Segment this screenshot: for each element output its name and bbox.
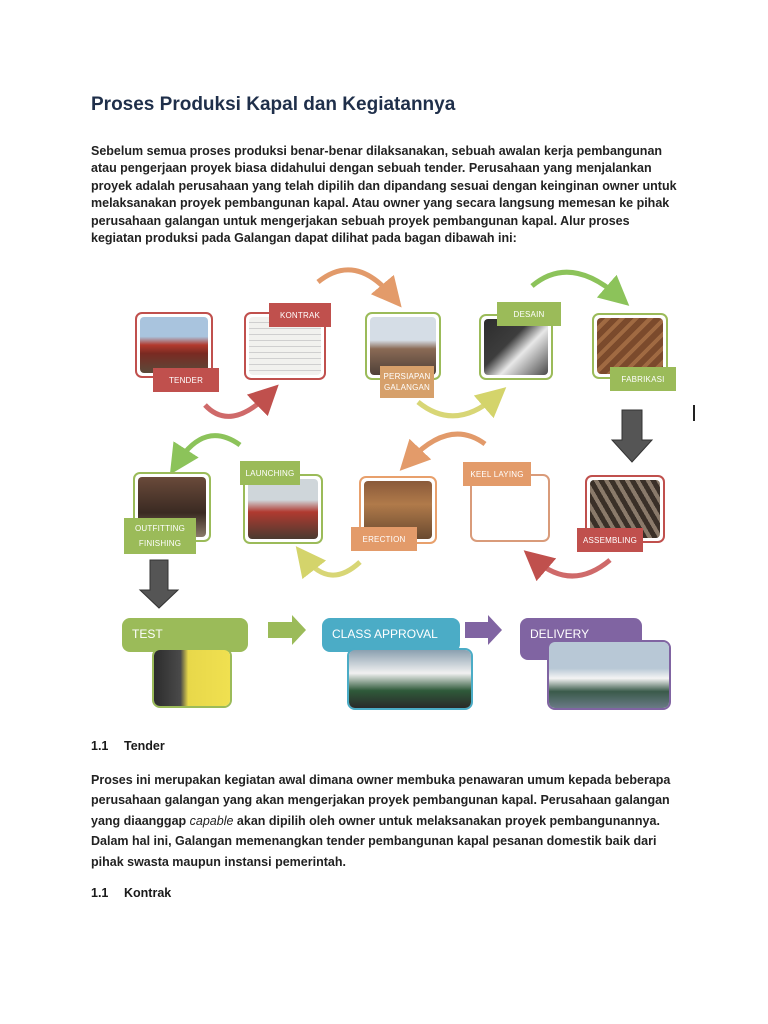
keel-laying-label: KEEL LAYING	[463, 462, 531, 486]
arrow-keel-erection	[410, 434, 485, 460]
arrow-erection-launching	[305, 558, 360, 575]
desain-label: DESAIN	[497, 302, 561, 326]
arrow-launching-outfitting	[178, 436, 240, 462]
test-photo-frame	[152, 648, 232, 708]
class-approval-header: CLASS APPROVAL	[322, 618, 460, 652]
section-title: Tender	[124, 739, 165, 753]
launching-label: LAUNCHING	[240, 461, 300, 485]
tender-paragraph: Proses ini merupakan kegiatan awal diman…	[91, 770, 691, 872]
intro-paragraph: Sebelum semua proses produksi benar-bena…	[91, 143, 683, 247]
persiapan-label-line1: PERSIAPAN	[384, 371, 431, 382]
tender-photo	[140, 317, 208, 373]
delivery-label: DELIVERY	[520, 618, 589, 641]
section-number: 1.1	[91, 886, 124, 900]
arrow-persiapan-desain	[418, 397, 495, 416]
test-header: TEST	[122, 618, 248, 652]
class-approval-photo	[349, 650, 471, 708]
arrow-test-class	[268, 615, 306, 645]
class-approval-label: CLASS APPROVAL	[322, 618, 438, 641]
arrow-kontrak-persiapan	[318, 270, 392, 296]
fabrikasi-label: FABRIKASI	[610, 367, 676, 391]
launching-photo	[248, 479, 318, 539]
arrow-tender-kontrak	[205, 395, 268, 416]
class-approval-photo-frame	[347, 648, 473, 710]
test-photo	[154, 650, 230, 706]
outfitting-label: OUTFITTING FINISHING	[124, 518, 196, 554]
arrow-fabrikasi-assembling	[612, 410, 652, 462]
outfitting-label-line1: OUTFITTING	[135, 521, 185, 536]
section-number: 1.1	[91, 739, 124, 753]
section-title: Kontrak	[124, 886, 171, 900]
erection-label: ERECTION	[351, 527, 417, 551]
persiapan-label: PERSIAPAN GALANGAN	[380, 366, 434, 398]
outfitting-label-line2: FINISHING	[139, 536, 181, 551]
kontrak-label: KONTRAK	[269, 303, 331, 327]
arrow-class-delivery	[465, 615, 502, 645]
fabrikasi-photo	[597, 318, 663, 374]
persiapan-label-line2: GALANGAN	[384, 382, 430, 393]
tender-label: TENDER	[153, 368, 219, 392]
test-label: TEST	[122, 618, 163, 641]
arrow-outfitting-test	[140, 560, 178, 608]
assembling-label: ASSEMBLING	[577, 528, 643, 552]
page-title: Proses Produksi Kapal dan Kegiatannya	[91, 94, 455, 116]
arrow-desain-fabrikasi	[532, 272, 618, 296]
text-cursor	[693, 405, 695, 421]
tender-para-italic: capable	[190, 814, 234, 828]
delivery-photo-frame	[547, 640, 671, 710]
desain-photo	[484, 319, 548, 375]
arrow-assembling-keel	[535, 560, 610, 576]
delivery-photo	[549, 642, 669, 708]
